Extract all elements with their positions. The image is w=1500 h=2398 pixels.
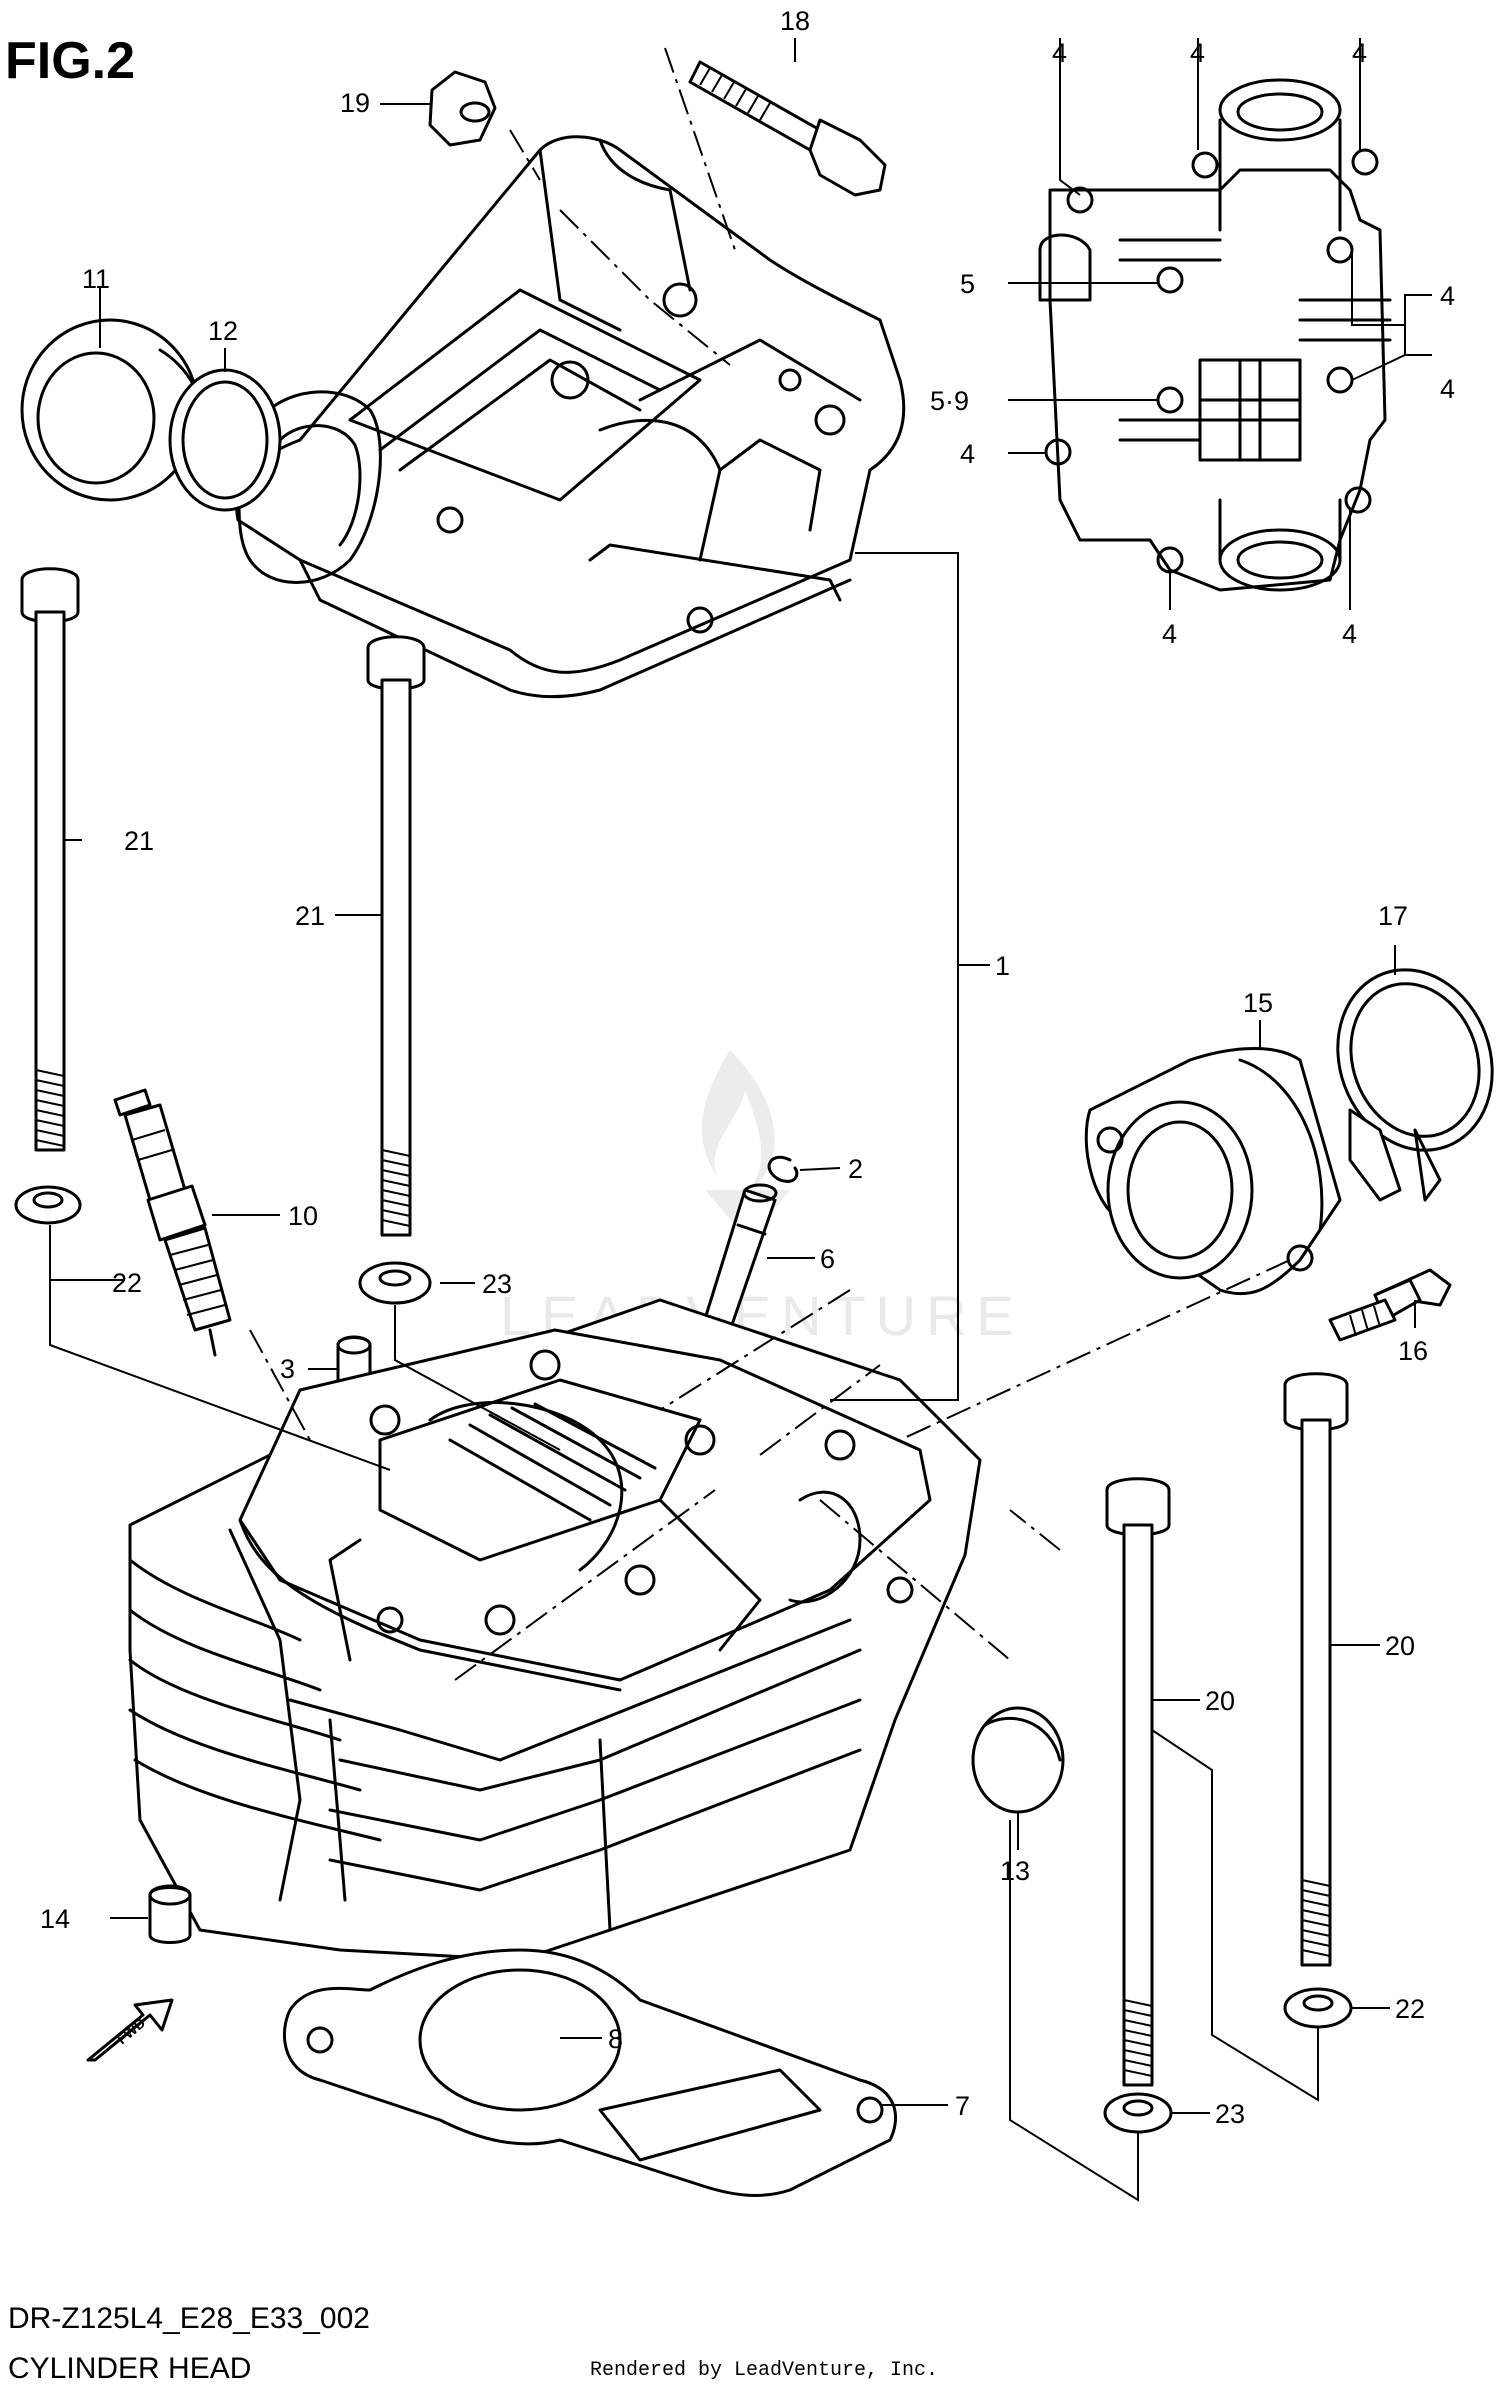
part-16-screw bbox=[1328, 1268, 1452, 1342]
callout-22b: 22 bbox=[1395, 1994, 1425, 2024]
cylinder-head-cover bbox=[235, 135, 906, 699]
callout-2: 2 bbox=[848, 1154, 863, 1184]
part-14-dowel bbox=[148, 1884, 192, 1944]
part-23-washer-right bbox=[1103, 2092, 1173, 2134]
part-6-valve-guide bbox=[698, 1183, 778, 1347]
part-22-washer-right bbox=[1283, 1987, 1353, 2029]
callout-20b: 20 bbox=[1385, 1631, 1415, 1661]
callout-18: 18 bbox=[780, 6, 810, 36]
callout-23a: 23 bbox=[482, 1269, 512, 1299]
part-12-o-ring bbox=[168, 368, 282, 512]
part-20-bolt-right bbox=[1283, 1372, 1349, 1967]
callout-23b: 23 bbox=[1215, 2099, 1245, 2129]
callout-21a: 21 bbox=[124, 826, 154, 856]
callout-22a: 22 bbox=[112, 1268, 142, 1298]
leader-lines bbox=[49, 38, 1432, 2202]
callout-4-c: 4 bbox=[1352, 38, 1367, 68]
cover-top-view bbox=[1038, 78, 1392, 592]
diagram-name: CYLINDER HEAD bbox=[8, 2352, 251, 2385]
callout-6: 6 bbox=[820, 1244, 835, 1274]
part-18-bolt bbox=[688, 60, 887, 197]
callout-13: 13 bbox=[1000, 1856, 1030, 1886]
part-20-bolt-center bbox=[1105, 1477, 1171, 2087]
part-19-nut bbox=[428, 70, 497, 147]
part-17-clamp bbox=[1336, 968, 1494, 1202]
part-21-bolt-left bbox=[20, 567, 80, 1152]
part-15-intake-pipe bbox=[1084, 1047, 1342, 1296]
callout-15: 15 bbox=[1243, 988, 1273, 1018]
part-10-spark-plug bbox=[113, 1088, 232, 1357]
callout-21b: 21 bbox=[295, 901, 325, 931]
part-21-bolt-center bbox=[366, 635, 426, 1237]
callout-12: 12 bbox=[208, 316, 238, 346]
part-2-clip bbox=[767, 1155, 799, 1183]
render-credit: Rendered by LeadVenture, Inc. bbox=[590, 2359, 938, 2382]
callout-4-a: 4 bbox=[1052, 38, 1067, 68]
callout-19: 19 bbox=[340, 88, 370, 118]
callout-4-b: 4 bbox=[1190, 38, 1205, 68]
diagram-code: DR-Z125L4_E28_E33_002 bbox=[8, 2302, 370, 2335]
callout-4-h: 4 bbox=[1342, 619, 1357, 649]
callout-16: 16 bbox=[1398, 1336, 1428, 1366]
callout-3: 3 bbox=[280, 1354, 295, 1384]
callout-8: 8 bbox=[608, 2024, 623, 2054]
assembly-lines bbox=[249, 47, 1291, 1681]
callout-4-g: 4 bbox=[1162, 619, 1177, 649]
callout-4-d: 4 bbox=[960, 439, 975, 469]
callout-5-9: 5·9 bbox=[930, 386, 969, 416]
callout-20a: 20 bbox=[1205, 1686, 1235, 1716]
part-13-plug bbox=[971, 1706, 1065, 1814]
callout-4-e: 4 bbox=[1440, 281, 1455, 311]
part-22-washer-left bbox=[14, 1185, 82, 1225]
figure-title: FIG.2 bbox=[5, 32, 135, 90]
part-23-washer-center bbox=[358, 1261, 432, 1305]
callout-4-f: 4 bbox=[1440, 374, 1455, 404]
callout-5: 5 bbox=[960, 269, 975, 299]
callout-14: 14 bbox=[40, 1904, 70, 1934]
callout-17: 17 bbox=[1378, 901, 1408, 931]
callout-labels: 19 18 11 12 21 21 1 2 6 10 3 22 23 15 17… bbox=[40, 6, 1455, 2129]
callout-10: 10 bbox=[288, 1201, 318, 1231]
cylinder-head bbox=[128, 1298, 982, 1962]
callout-1: 1 bbox=[995, 951, 1010, 981]
callout-11: 11 bbox=[82, 264, 110, 294]
fwd-arrow-icon: FWD bbox=[86, 1998, 174, 2062]
part-7-gasket bbox=[283, 1948, 897, 2197]
callout-7: 7 bbox=[955, 2091, 970, 2121]
